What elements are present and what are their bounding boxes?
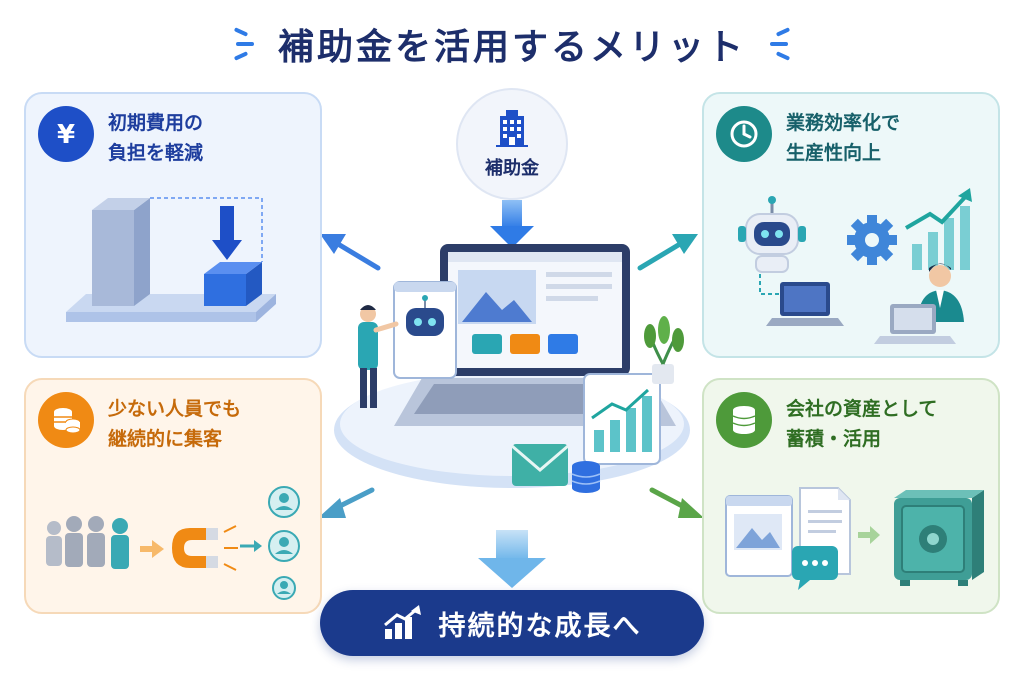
subsidy-hub: 補助金 [456, 88, 568, 200]
laptop-icon [766, 282, 844, 326]
card-customer-acquisition: 少ない人員でも 継続的に集客 [24, 378, 322, 614]
robot-icon [738, 196, 806, 273]
coins-icon [38, 392, 94, 448]
gear-icon [847, 215, 897, 265]
plant-icon [644, 316, 684, 384]
growth-chart-icon [383, 605, 421, 639]
banner-label: 持続的な成長へ [438, 610, 642, 642]
card-cost-reduction: ¥ 初期費用の 負担を軽減 [24, 92, 322, 358]
safe-icon [894, 490, 984, 586]
building-icon [496, 110, 528, 147]
title-deco-left [233, 24, 256, 64]
browser-window-icon [725, 495, 793, 577]
card-heading: 少ない人員でも 継続的に集客 [108, 398, 242, 450]
card-asset-accumulation: 会社の資産として 蓄積・活用 [702, 378, 1000, 614]
growth-bars [904, 188, 972, 270]
arrow-right-icon [858, 526, 880, 544]
yen-icon: ¥ [38, 106, 94, 162]
database-icon [716, 392, 772, 448]
robot-window-icon [393, 281, 457, 379]
database-stack-icon [571, 461, 601, 493]
person-icon [358, 305, 399, 408]
chat-bubble-icon [792, 546, 838, 590]
title-deco-right [768, 24, 791, 64]
arrow-to-banner [478, 530, 546, 588]
clock-icon [716, 106, 772, 162]
hub-label: 補助金 [485, 158, 539, 179]
page-title: 補助金を活用するメリット [277, 27, 746, 68]
card-heading: 初期費用の 負担を軽減 [108, 112, 204, 164]
chart-window-icon [583, 373, 661, 465]
cost-reduction-illustration [66, 197, 276, 322]
central-laptop-illustration [334, 244, 690, 493]
magnet-icon [172, 525, 238, 571]
people-group-icon [46, 516, 129, 569]
customer-avatars [240, 486, 300, 600]
asset-accumulation-illustration [725, 487, 984, 590]
card-heading: 業務効率化で 生産性向上 [786, 112, 901, 164]
title-bar: 補助金を活用するメリット [0, 14, 1024, 74]
customer-acquisition-illustration [46, 486, 300, 600]
businessman-icon [874, 263, 964, 344]
envelope-icon [511, 444, 569, 486]
svg-text:¥: ¥ [57, 120, 75, 149]
card-productivity: 業務効率化で 生産性向上 [702, 92, 1000, 358]
productivity-illustration [738, 188, 972, 344]
growth-banner: 持続的な成長へ [320, 590, 704, 656]
arrow-right-icon [140, 540, 164, 558]
card-heading: 会社の資産として 蓄積・活用 [786, 398, 938, 450]
